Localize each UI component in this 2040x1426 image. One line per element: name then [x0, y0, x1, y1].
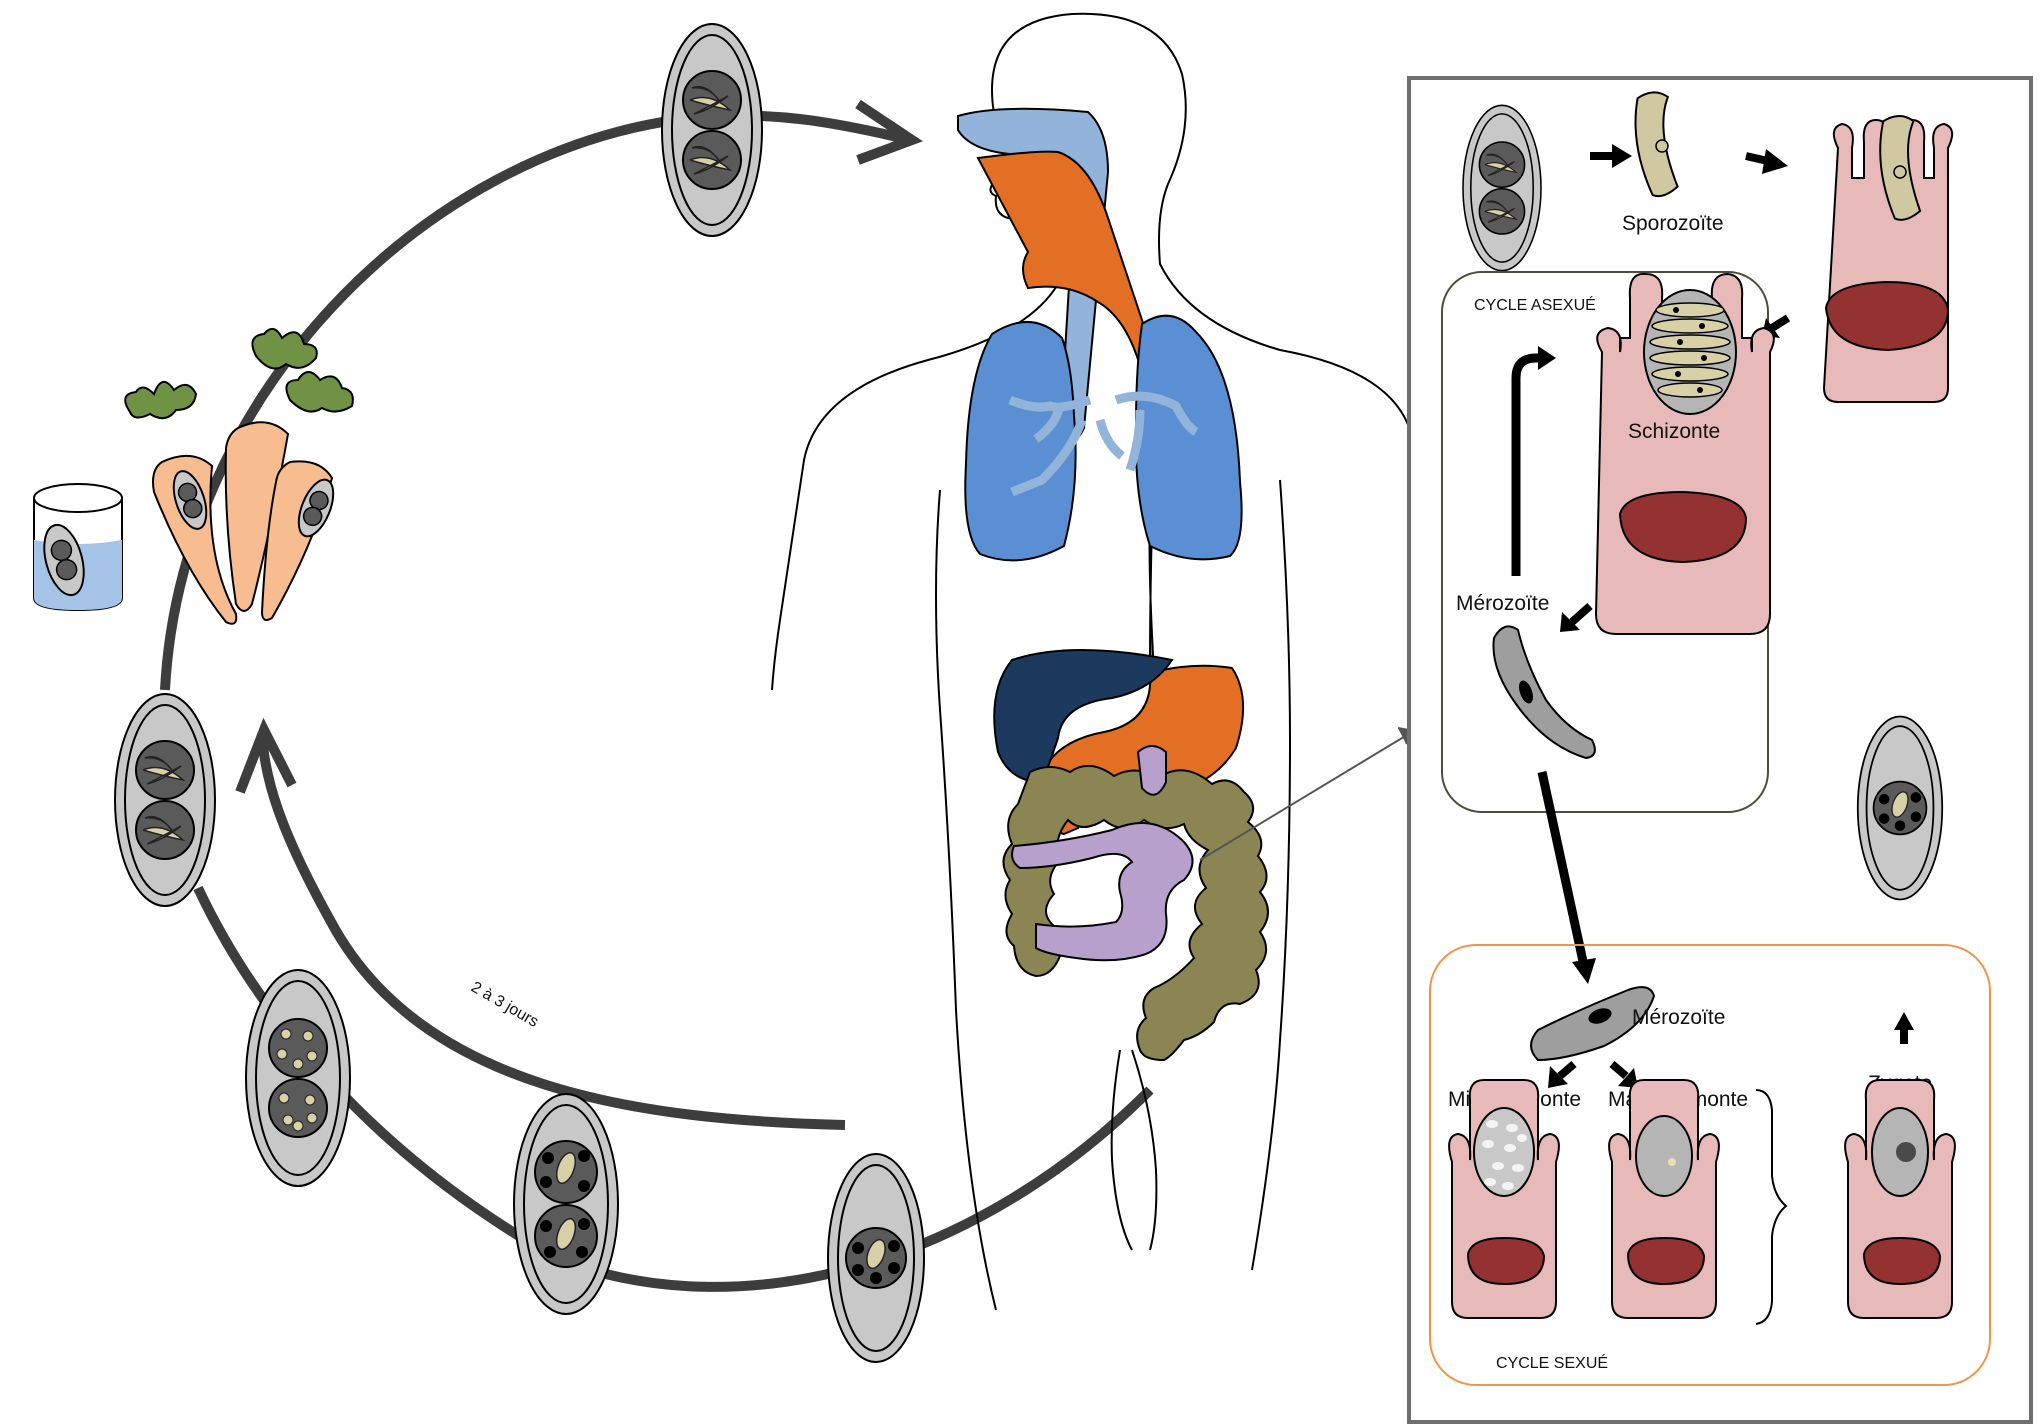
duration-label: 2 à 3 jours: [468, 979, 541, 1031]
carrots: [124, 327, 354, 625]
water-glass: [33, 483, 123, 612]
sexual-cycle-frame: [1429, 944, 1991, 1386]
oocyst-unsporulated: [827, 1153, 925, 1363]
merozoite-asexual-label: Mérozoïte: [1456, 592, 1549, 615]
sexual-cycle-title: CYCLE SEXUÉ: [1496, 1353, 1608, 1372]
host-cell-infection: [1823, 119, 1954, 403]
panel-oocyst: [1462, 104, 1542, 272]
merozoite-sexual-label: Mérozoïte: [1632, 1006, 1725, 1029]
sporozoite-label: Sporozoïte: [1622, 212, 1724, 235]
panel-oocyst-unsporulated: [1856, 715, 1944, 901]
asexual-cycle-title: CYCLE ASEXUÉ: [1474, 295, 1596, 314]
merozoite-asexual: [1492, 625, 1596, 760]
oocyst-on-carrot-2: [297, 478, 335, 538]
oocyst-sporulating-a: [245, 969, 351, 1187]
zygote-cell: [1844, 1079, 1956, 1319]
schizont-cell: [1594, 272, 1775, 635]
liver: [993, 649, 1174, 784]
oocyst-sporulating-b: [513, 1093, 619, 1315]
arrow-to-sexual-cycle: [1537, 771, 1596, 984]
lungs: [964, 314, 1243, 562]
arrow-merozoite-recycle: [1511, 346, 1556, 576]
inner-return-arrow: [235, 717, 846, 1130]
microgamonte-cell: [1448, 1079, 1560, 1319]
arrow-to-sporozoite: [1590, 144, 1632, 168]
oocyst-on-carrot-1: [172, 470, 208, 530]
macrogamonte-cell: [1608, 1079, 1720, 1319]
arrow-to-host-cell: [1745, 149, 1788, 174]
colon: [1002, 765, 1269, 1062]
arrow-zygote-to-oocyst: [1894, 1012, 1914, 1044]
oocyst-in-water: [43, 523, 85, 597]
merozoite-sexual: [1530, 986, 1656, 1062]
oocyst-sporulated-left: [114, 693, 216, 907]
schizont-label: Schizonte: [1628, 420, 1720, 443]
gamonte-brace: [1755, 1089, 1788, 1325]
small-intestine: [1011, 745, 1194, 962]
arrow-to-microgamonte: [1548, 1060, 1577, 1088]
oocyst-sporulated-top: [661, 23, 763, 237]
arrow-schizont-to-merozoite: [1560, 603, 1593, 632]
